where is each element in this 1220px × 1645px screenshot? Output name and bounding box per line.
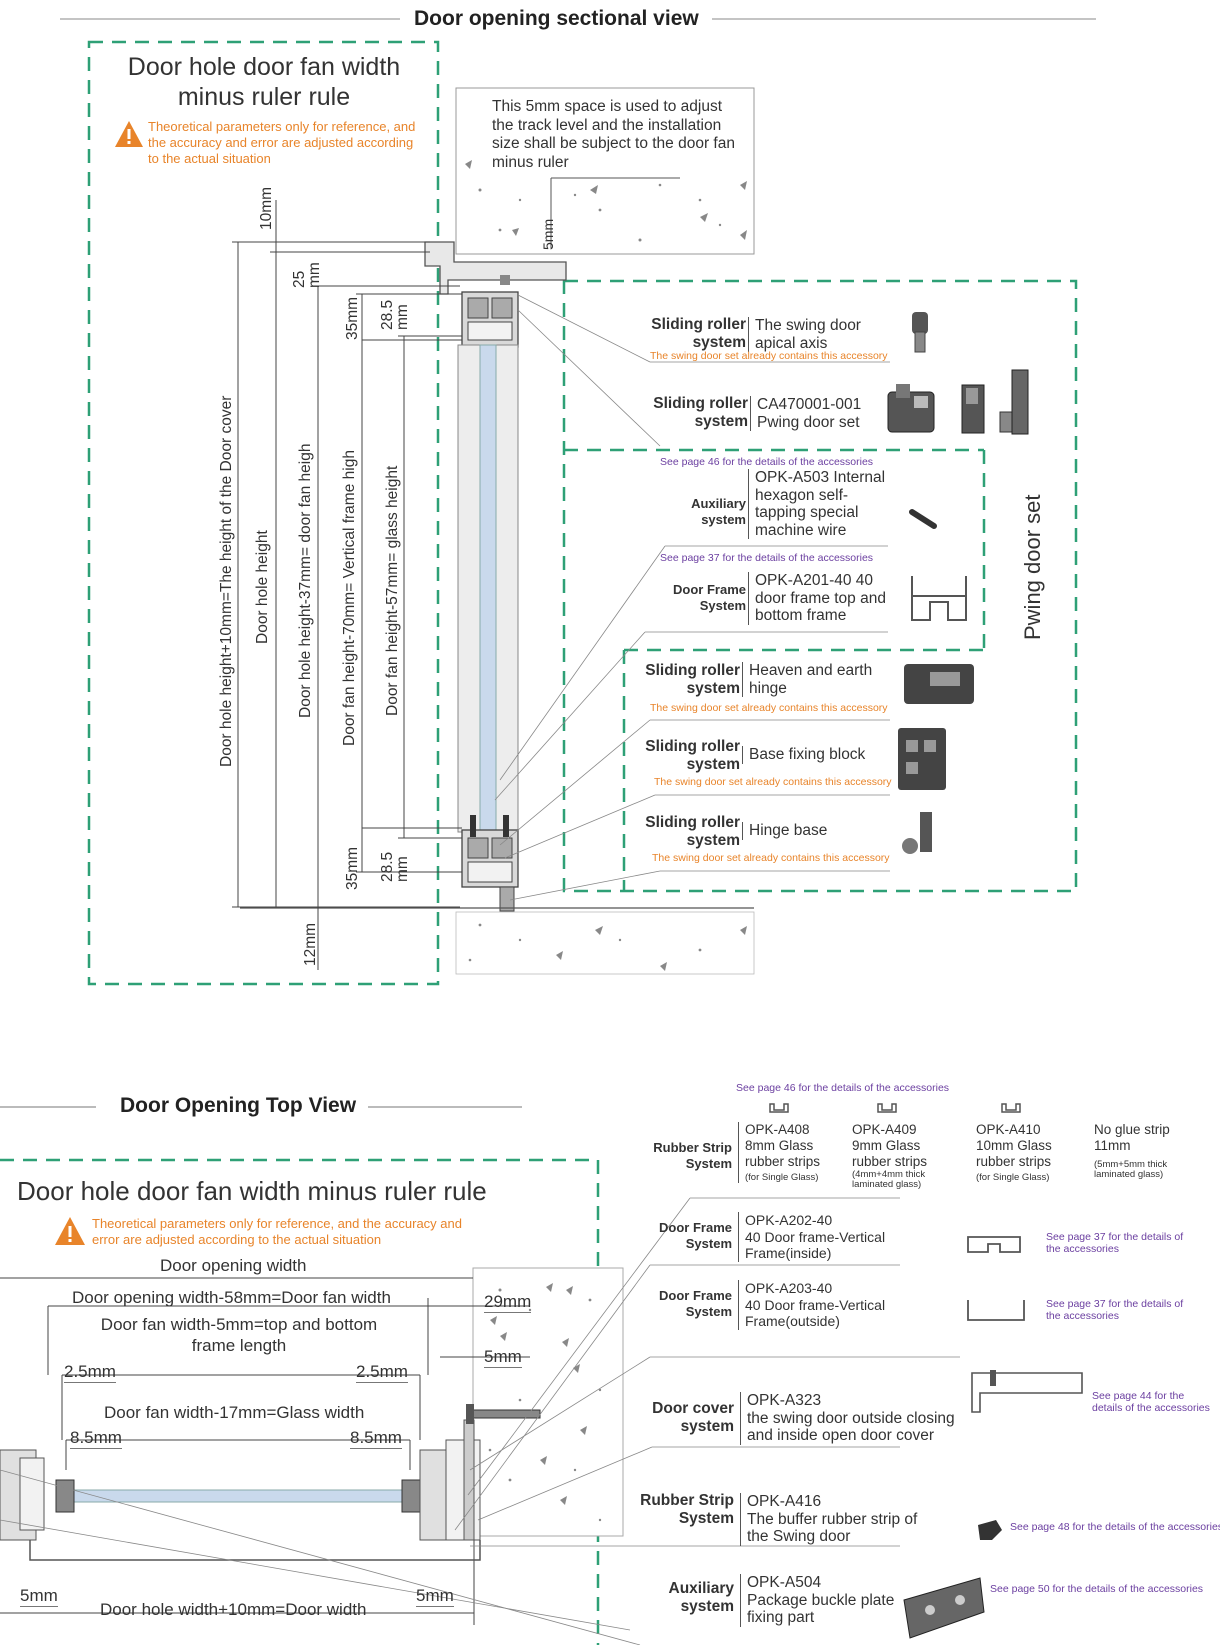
tv-buckle-see: See page 50 for the details of the acces… [990, 1583, 1204, 1595]
tv-cover-desc: OPK-A323 the swing door outside closing … [740, 1392, 969, 1445]
warning-icon-top [54, 1216, 86, 1246]
rubber-col-no-glue: No glue strip 11mm (5mm+5mm thick lamina… [1094, 1122, 1170, 1180]
dim-door-width: Door hole width+10mm=Door width [100, 1600, 367, 1619]
sectional-drawing [60, 18, 1096, 986]
tv-buckle-desc: OPK-A504 Package buckle plate fixing par… [740, 1574, 917, 1627]
adjust-space-note: This 5mm space is used to adjust the tra… [492, 98, 735, 171]
topview-rule-title: Door hole door fan width minus ruler rul… [17, 1176, 487, 1206]
topview-title: Door Opening Top View [120, 1094, 357, 1117]
callout-screw-cat: Auxiliary system [691, 496, 746, 527]
callout-screw-see: See page 37 for the details of the acces… [660, 552, 874, 564]
callout-apical-axis-sub: The swing door set already contains this… [650, 350, 888, 362]
tv-frame-inside-cat: Door Frame System [659, 1220, 732, 1251]
dim-frame-length: Door fan width-5mm=top and bottom frame … [100, 1315, 378, 1355]
callout-base-cat: Sliding roller system [645, 814, 740, 849]
label-door-fan-height: Door hole height-37mm= door fan heigh [297, 443, 314, 718]
tv-frame-outside-desc: OPK-A203-40 40 Door frame-Vertical Frame… [738, 1280, 893, 1330]
dim-35mm-top: 35mm [344, 296, 361, 340]
tv-buffer-see: See page 48 for the details of the acces… [1010, 1521, 1220, 1533]
callout-block-desc: Base fixing block [742, 746, 889, 764]
callout-frame-cat: Door Frame System [673, 582, 746, 613]
callout-door-set-see: See page 46 for the details of the acces… [660, 456, 874, 468]
rubber-strip-cat: Rubber Strip System [653, 1140, 732, 1171]
pwing-door-set-label: Pwing door set [1020, 494, 1045, 640]
dim-29mm: 29mm [484, 1292, 532, 1313]
dim-28-5mm-bottom: 28.5 mm [379, 851, 411, 882]
callout-block-sub: The swing door set already contains this… [654, 776, 892, 788]
callout-frame-desc: OPK-A201-40 40 door frame top and bottom… [748, 572, 895, 625]
callout-door-set-desc: CA470001-001 Pwing door set [750, 396, 875, 431]
dim-fan-width: Door opening width-58mm=Door fan width [72, 1288, 391, 1307]
dim-2-5mm-right: 2.5mm [356, 1362, 408, 1383]
label-vertical-frame-high: Door fan height-70mm= Vertical frame hig… [341, 450, 358, 746]
callout-apical-axis-desc: The swing door apical axis [748, 317, 885, 352]
tv-buffer-desc: OPK-A416 The buffer rubber strip of the … [740, 1493, 927, 1546]
topview-warning: Theoretical parameters only for referenc… [92, 1216, 462, 1247]
tv-frame-inside-desc: OPK-A202-40 40 Door frame-Vertical Frame… [738, 1212, 893, 1262]
dim-10mm: 10mm [258, 186, 275, 230]
label-glass-height: Door fan height-57mm= glass height [384, 465, 401, 716]
dim-5mm-right: 5mm [484, 1347, 522, 1368]
rubber-strip-see: See page 46 for the details of the acces… [736, 1082, 950, 1094]
sectional-warning: Theoretical parameters only for referenc… [148, 119, 416, 166]
callout-hinge-sub: The swing door set already contains this… [650, 702, 888, 714]
dim-8-5mm-left: 8.5mm [70, 1428, 122, 1449]
callout-hinge-cat: Sliding roller system [645, 662, 740, 697]
tv-frame-inside-see: See page 37 for the details of the acces… [1046, 1231, 1184, 1255]
callout-block-cat: Sliding roller system [645, 738, 740, 773]
label-door-hole-height: Door hole height [254, 530, 271, 644]
callout-hinge-desc: Heaven and earth hinge [742, 662, 889, 697]
tv-cover-see: See page 44 for the details of the acces… [1092, 1390, 1210, 1414]
dim-2-5mm-left: 2.5mm [64, 1362, 116, 1383]
callout-base-sub: The swing door set already contains this… [652, 852, 890, 864]
dim-8-5mm-right: 8.5mm [350, 1428, 402, 1449]
tv-buffer-cat: Rubber Strip System [640, 1492, 734, 1527]
sectional-rule-title: Door hole door fan width minus ruler rul… [127, 53, 401, 111]
topview-drawing [0, 1103, 1083, 1645]
warning-icon [114, 120, 144, 148]
rubber-col-a410: OPK-A410 10mm Glass rubber strips (for S… [976, 1122, 1052, 1183]
dim-25mm: 25 mm [291, 262, 323, 288]
dim-5mm-bottom-left: 5mm [20, 1586, 58, 1607]
dim-35mm-bottom: 35mm [344, 846, 361, 890]
rubber-col-a409: OPK-A409 9mm Glass rubber strips (4mm+4m… [852, 1122, 928, 1190]
dim-glass-width: Door fan width-17mm=Glass width [104, 1403, 365, 1422]
callout-screw-desc: OPK-A503 Internal hexagon self-tapping s… [748, 469, 895, 539]
dim-opening-width: Door opening width [160, 1256, 307, 1275]
sectional-title: Door opening sectional view [414, 7, 699, 30]
dim-5mm-bottom-right: 5mm [416, 1586, 454, 1607]
label-door-cover-height: Door hole height+10mm=The height of the … [218, 395, 235, 767]
dim-5mm: 5mm [540, 218, 556, 250]
tv-frame-outside-cat: Door Frame System [659, 1288, 732, 1319]
tv-cover-cat: Door cover system [652, 1400, 734, 1435]
rubber-col-a408: OPK-A408 8mm Glass rubber strips (for Si… [738, 1122, 845, 1183]
callout-door-set-cat: Sliding roller system [653, 395, 748, 430]
tv-frame-outside-see: See page 37 for the details of the acces… [1046, 1298, 1184, 1322]
tv-buckle-cat: Auxiliary system [668, 1580, 734, 1615]
callout-apical-axis-cat: Sliding roller system [651, 316, 746, 351]
dim-28-5mm-top: 28.5 mm [379, 299, 411, 330]
callout-base-desc: Hinge base [742, 822, 889, 840]
dim-12mm: 12mm [302, 922, 319, 966]
